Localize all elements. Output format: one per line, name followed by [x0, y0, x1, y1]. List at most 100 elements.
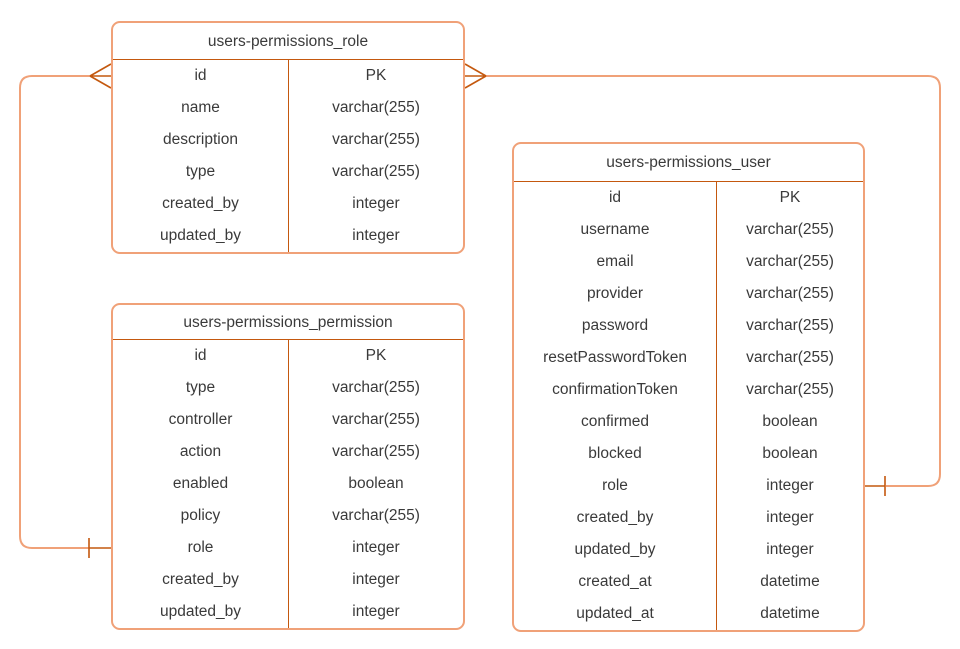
field-name: enabled	[113, 468, 289, 500]
field-type: integer	[352, 227, 400, 244]
field-name: role	[514, 470, 717, 502]
field-type: varchar(255)	[332, 163, 420, 180]
field-row[interactable]: email varchar(255)	[514, 246, 863, 278]
field-row[interactable]: updated_by integer	[113, 220, 463, 252]
field-row[interactable]: created_by integer	[113, 564, 463, 596]
field-type: varchar(255)	[332, 379, 420, 396]
entity-table-title[interactable]: users-permissions_permission	[113, 305, 463, 340]
field-name: confirmed	[514, 406, 717, 438]
field-name: id	[113, 340, 289, 372]
field-row[interactable]: enabled boolean	[113, 468, 463, 500]
field-row[interactable]: type varchar(255)	[113, 372, 463, 404]
relationship-edge-role-permission[interactable]	[19, 63, 112, 558]
field-name: username	[514, 214, 717, 246]
field-row[interactable]: policy varchar(255)	[113, 500, 463, 532]
field-row[interactable]: created_by integer	[113, 188, 463, 220]
field-type: varchar(255)	[332, 507, 420, 524]
field-row[interactable]: name varchar(255)	[113, 92, 463, 124]
field-type: PK	[365, 67, 387, 84]
field-name: action	[113, 436, 289, 468]
field-name: name	[113, 92, 289, 124]
field-type: varchar(255)	[332, 411, 420, 428]
field-type: PK	[365, 347, 387, 364]
field-row[interactable]: description varchar(255)	[113, 124, 463, 156]
field-type: varchar(255)	[332, 131, 420, 148]
field-name: updated_by	[113, 596, 289, 628]
field-name: type	[113, 156, 289, 188]
field-type: integer	[766, 541, 814, 558]
field-type: varchar(255)	[746, 285, 834, 302]
field-type: integer	[352, 539, 400, 556]
field-row[interactable]: updated_by integer	[113, 596, 463, 628]
field-name: updated_at	[514, 598, 717, 630]
edge-path[interactable]	[19, 75, 90, 549]
field-type: boolean	[762, 445, 818, 462]
field-type: boolean	[762, 413, 818, 430]
field-type: PK	[779, 189, 801, 206]
field-row[interactable]: id PK	[113, 60, 463, 92]
field-type: integer	[352, 571, 400, 588]
crows-foot-many-icon	[89, 63, 112, 89]
field-row[interactable]: resetPasswordToken varchar(255)	[514, 342, 863, 374]
field-type: integer	[766, 477, 814, 494]
field-name: id	[113, 60, 289, 92]
field-row[interactable]: id PK	[113, 340, 463, 372]
entity-table-title[interactable]: users-permissions_user	[514, 144, 863, 182]
field-type: varchar(255)	[332, 443, 420, 460]
field-row[interactable]: confirmationToken varchar(255)	[514, 374, 863, 406]
crows-foot-many-icon	[464, 63, 487, 89]
field-type: integer	[352, 195, 400, 212]
field-row[interactable]: action varchar(255)	[113, 436, 463, 468]
field-type: varchar(255)	[746, 221, 834, 238]
field-name: email	[514, 246, 717, 278]
field-type: varchar(255)	[746, 253, 834, 270]
field-row[interactable]: type varchar(255)	[113, 156, 463, 188]
field-row[interactable]: created_by integer	[514, 502, 863, 534]
field-row[interactable]: id PK	[514, 182, 863, 214]
field-name: type	[113, 372, 289, 404]
field-row[interactable]: updated_by integer	[514, 534, 863, 566]
entity-table-users-permissions-user[interactable]: users-permissions_user id PK username varch…	[512, 142, 865, 632]
field-name: password	[514, 310, 717, 342]
field-name: updated_by	[113, 220, 289, 252]
field-row[interactable]: created_at datetime	[514, 566, 863, 598]
field-type: integer	[352, 603, 400, 620]
field-name: provider	[514, 278, 717, 310]
entity-table-users-permissions-role[interactable]: users-permissions_role id PK name varchar(2…	[111, 21, 465, 254]
field-type: datetime	[760, 573, 820, 590]
field-type: integer	[766, 509, 814, 526]
field-name: id	[514, 182, 717, 214]
field-name: role	[113, 532, 289, 564]
field-name: created_by	[113, 564, 289, 596]
one-tick-icon	[865, 476, 886, 496]
field-name: description	[113, 124, 289, 156]
field-name: updated_by	[514, 534, 717, 566]
entity-table-body: id PK username varchar(255) email varchar(255…	[514, 182, 863, 630]
entity-table-body: id PK name varchar(255) description varchar(2…	[113, 60, 463, 252]
field-row[interactable]: role integer	[113, 532, 463, 564]
entity-table-users-permissions-permission[interactable]: users-permissions_permission id PK type var…	[111, 303, 465, 630]
field-row[interactable]: blocked boolean	[514, 438, 863, 470]
field-row[interactable]: provider varchar(255)	[514, 278, 863, 310]
field-row[interactable]: confirmed boolean	[514, 406, 863, 438]
field-type: varchar(255)	[332, 99, 420, 116]
field-name: policy	[113, 500, 289, 532]
field-row[interactable]: role integer	[514, 470, 863, 502]
field-name: resetPasswordToken	[514, 342, 717, 374]
entity-table-title[interactable]: users-permissions_role	[113, 23, 463, 60]
field-name: blocked	[514, 438, 717, 470]
field-name: created_at	[514, 566, 717, 598]
field-type: varchar(255)	[746, 381, 834, 398]
field-type: varchar(255)	[746, 349, 834, 366]
field-name: created_by	[514, 502, 717, 534]
field-row[interactable]: username varchar(255)	[514, 214, 863, 246]
field-type: boolean	[348, 475, 404, 492]
field-name: created_by	[113, 188, 289, 220]
one-tick-icon	[88, 538, 111, 558]
field-name: confirmationToken	[514, 374, 717, 406]
